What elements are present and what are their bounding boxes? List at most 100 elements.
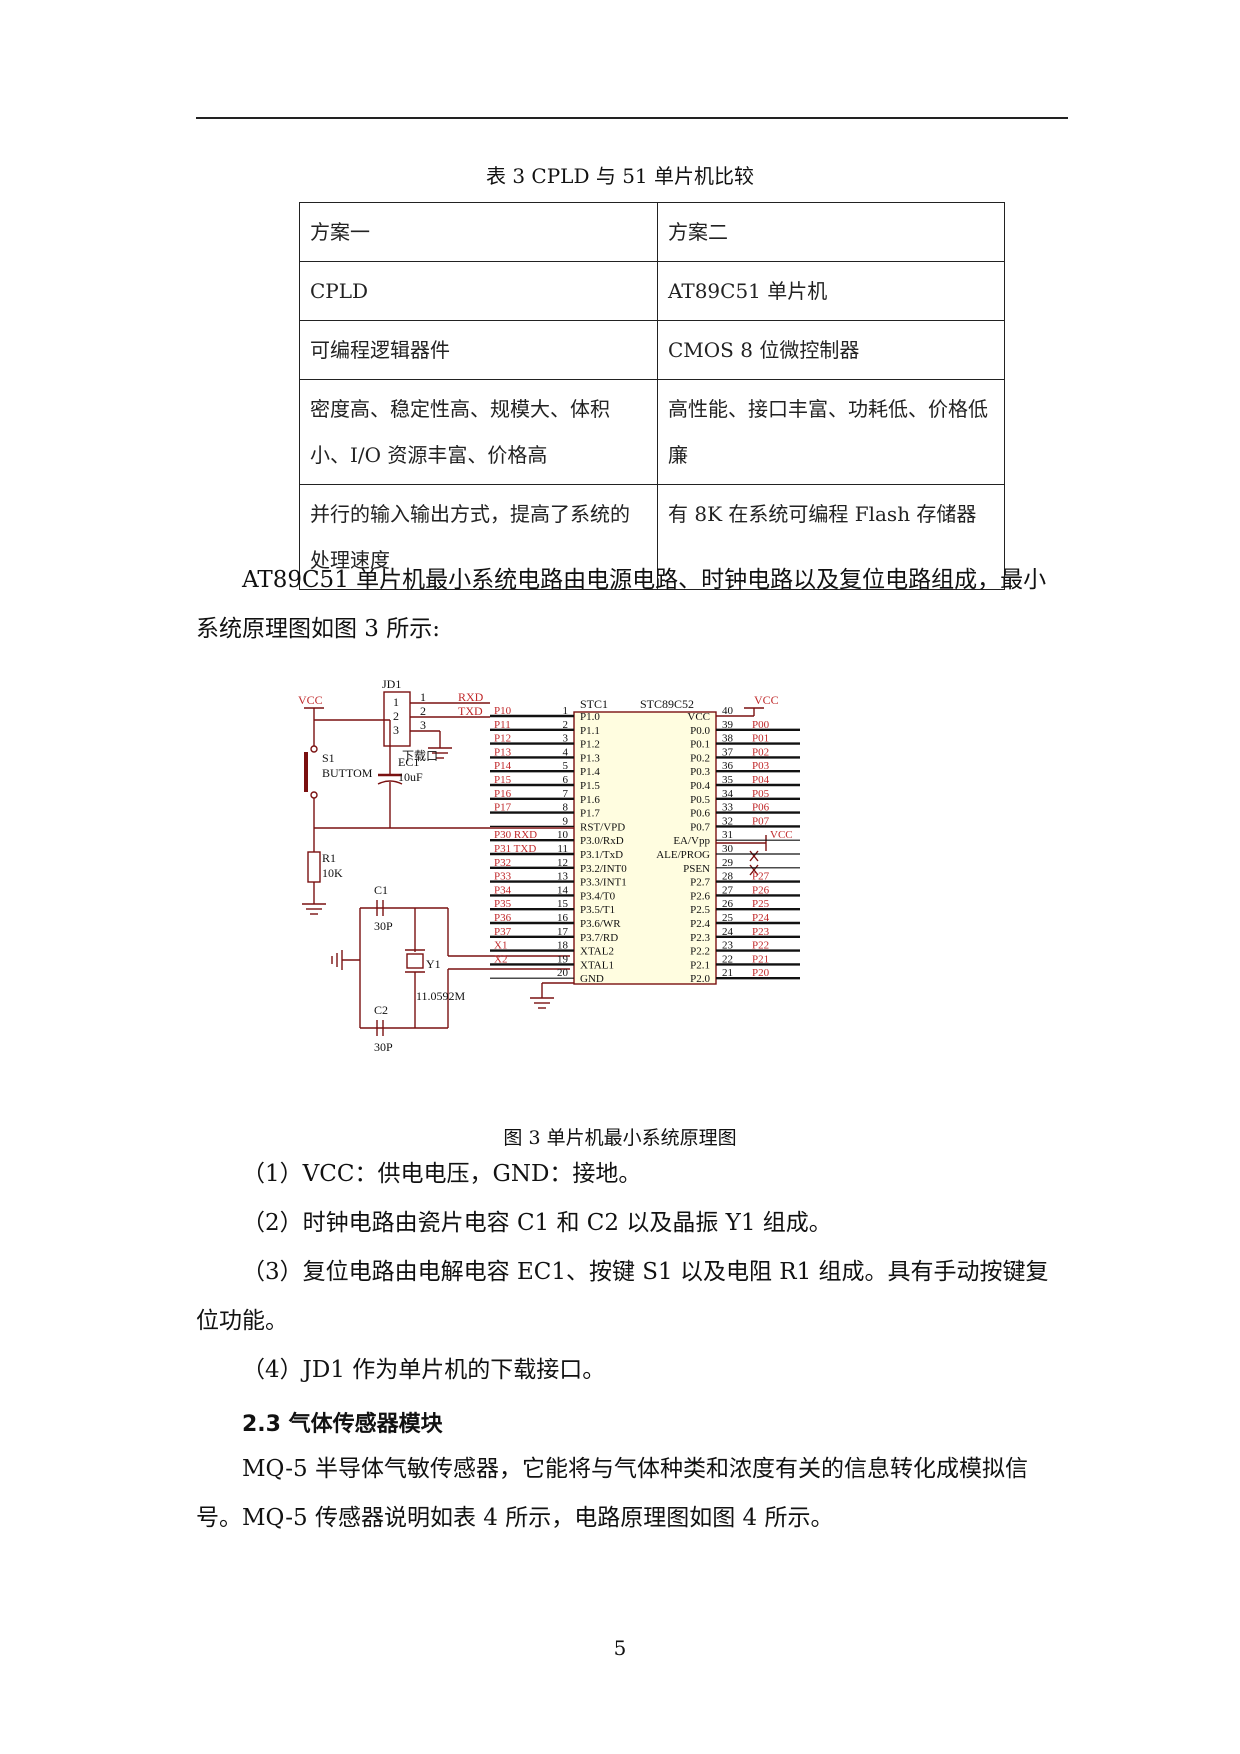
chip-pin-name: VCC [687, 711, 710, 723]
header-rule [196, 117, 1068, 119]
chip-pin-net-label: P17 [494, 802, 512, 814]
table-cell: 有 8K 在系统可编程 Flash 存储器 [657, 484, 1005, 590]
chip-pin-number: 35 [722, 774, 734, 786]
chip-pin-number: 16 [557, 912, 569, 924]
chip-pin-number: 27 [722, 884, 734, 896]
chip-pin-number: 13 [557, 871, 569, 883]
chip-pin-name: P0.3 [690, 766, 710, 778]
chip-pin-net-label: P37 [494, 926, 512, 938]
chip-pin-net-label: P14 [494, 760, 512, 772]
chip-pin-name: P1.5 [580, 780, 600, 792]
jd1-pin-3: 3 [393, 723, 399, 737]
vcc-label: VCC [298, 693, 323, 707]
chip-pin-number: 4 [563, 746, 569, 758]
page-number: 5 [613, 1636, 627, 1660]
chip-pin-number: 38 [722, 733, 734, 745]
chip-pin-name: P3.2/INT0 [580, 863, 627, 875]
chip-pin-name: P3.5/T1 [580, 904, 615, 916]
chip-pin-net-label: P23 [752, 926, 770, 938]
chip-pin-number: 19 [557, 953, 569, 965]
table-cell: AT89C51 单片机 [657, 261, 1005, 321]
y1-value: 11.0592M [416, 989, 466, 1003]
chip-pin-number: 17 [557, 926, 569, 938]
chip-pin-name: P2.0 [690, 973, 710, 985]
chip-pin-name: P1.7 [580, 808, 600, 820]
chip-pin-name: P2.6 [690, 890, 710, 902]
chip-pin-number: 30 [722, 843, 734, 855]
s1-ref: S1 [322, 751, 335, 765]
chip-pin-net-label: P35 [494, 898, 512, 910]
chip-pin-name: P3.4/T0 [580, 890, 616, 902]
chip-pin-net-label: P31 TXD [494, 843, 536, 855]
chip-pin-net-label: P06 [752, 802, 770, 814]
chip-pin-net-label: X1 [494, 940, 507, 952]
chip-pin-net-label: P07 [752, 815, 770, 827]
chip-pin-name: P0.4 [690, 780, 710, 792]
chip-pin-net-label: P00 [752, 719, 770, 731]
chip-pin-net-label: P16 [494, 788, 512, 800]
chip-pin-net-label: P10 [494, 705, 512, 717]
chip-pin-name: EA/Vpp [673, 835, 710, 847]
table-row: 密度高、稳定性高、规模大、体积小、I/O 资源丰富、价格高 高性能、接口丰富、功… [299, 379, 1005, 485]
chip-pin-name: ALE/PROG [656, 849, 710, 861]
chip-pin-name: P0.6 [690, 808, 710, 820]
list-item: （4）JD1 作为单片机的下载接口。 [242, 1357, 606, 1383]
chip-pin-name: P2.2 [690, 946, 710, 958]
chip-pin-number: 8 [563, 802, 569, 814]
chip-pin-number: 36 [722, 760, 734, 772]
chip-pin-number: 26 [722, 898, 734, 910]
chip-pin-name: P1.6 [580, 794, 600, 806]
chip-pin-name: P3.1/TxD [580, 849, 623, 861]
chip-pin-name: P2.7 [690, 877, 710, 889]
chip-pin-name: P3.7/RD [580, 932, 618, 944]
chip-body [573, 711, 717, 985]
comparison-table: 方案一 方案二 CPLD AT89C51 单片机 可编程逻辑器件 CMOS 8 … [299, 202, 1005, 590]
y1-ref: Y1 [426, 957, 441, 971]
s1-name: BUTTOM [322, 766, 373, 780]
chip-pin-net-label: P13 [494, 746, 512, 758]
chip-pin-name: P1.0 [580, 711, 600, 723]
jd1-ref: JD1 [382, 677, 401, 691]
c1-value: 30P [374, 919, 393, 933]
chip-pin-number: 22 [722, 953, 733, 965]
chip-pin-number: 9 [563, 815, 569, 827]
chip-pin-number: 28 [722, 871, 734, 883]
table-cell: 方案一 [299, 202, 658, 262]
chip-pin-name: P1.1 [580, 725, 600, 737]
chip-pin-net-label: P15 [494, 774, 512, 786]
chip-pin-net-label: P05 [752, 788, 770, 800]
chip-pin-name: P0.7 [690, 821, 710, 833]
jd1-download-label: 下载口 [402, 749, 438, 763]
chip-pin-number: 33 [722, 802, 734, 814]
chip-pin-net-label: P24 [752, 912, 770, 924]
jd1-pin-num-2: 2 [420, 704, 426, 718]
chip-pin-number: 6 [563, 774, 569, 786]
chip-pin-number: 10 [557, 829, 569, 841]
table-row: 并行的输入输出方式，提高了系统的处理速度 有 8K 在系统可编程 Flash 存… [299, 484, 1005, 590]
chip-pin-name: P0.2 [690, 752, 710, 764]
vcc-label-right: VCC [754, 693, 779, 707]
c2-ref: C2 [374, 1003, 388, 1017]
chip-pin-name: P2.1 [690, 959, 710, 971]
chip-pin-number: 20 [557, 967, 569, 979]
chip-ref: STC1 [580, 697, 608, 711]
table-cell: 密度高、稳定性高、规模大、体积小、I/O 资源丰富、价格高 [299, 379, 658, 485]
chip-pin-net-label: P04 [752, 774, 770, 786]
jd1-net-rxd: RXD [458, 690, 484, 704]
jd1-pin-num-3: 3 [420, 718, 426, 732]
figure-caption: 图 3 单片机最小系统原理图 [503, 1127, 737, 1149]
chip-pin-number: 11 [557, 843, 568, 855]
table-row: CPLD AT89C51 单片机 [299, 261, 1005, 321]
chip-pin-number: 40 [722, 705, 734, 717]
list-item: （2）时钟电路由瓷片电容 C1 和 C2 以及晶振 Y1 组成。 [242, 1210, 832, 1236]
chip-pin-number: 15 [557, 898, 569, 910]
chip-pin-number: 29 [722, 857, 734, 869]
chip-pin-name: P3.0/RxD [580, 835, 624, 847]
chip-pin-number: 34 [722, 788, 734, 800]
jd1-pin-num-1: 1 [420, 690, 426, 704]
chip-pin-net-label: P32 [494, 857, 511, 869]
chip-pin-name: P3.6/WR [580, 918, 621, 930]
chip-pin-net-label: P01 [752, 733, 769, 745]
chip-name: STC89C52 [640, 697, 694, 711]
chip-pin-name: RST/VPD [580, 821, 625, 833]
